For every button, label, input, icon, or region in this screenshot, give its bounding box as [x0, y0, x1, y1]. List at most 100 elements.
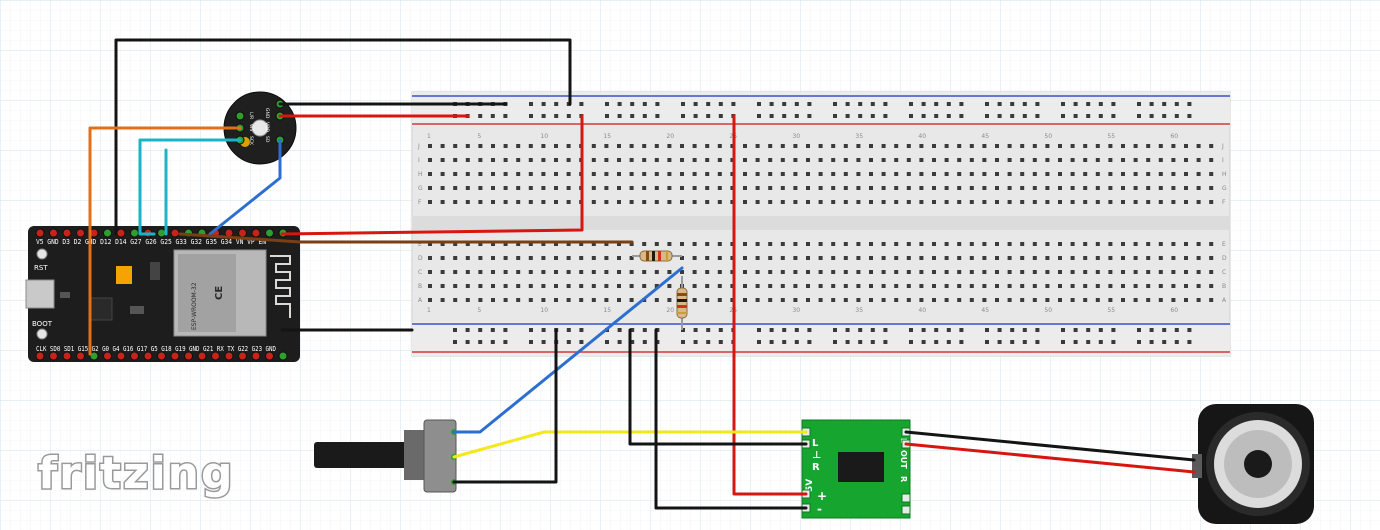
breadboard-hole	[1058, 158, 1062, 162]
breadboard-hole	[995, 158, 999, 162]
power-rail-hole	[478, 340, 483, 344]
breadboard-hole	[869, 186, 873, 190]
power-rail-hole	[1187, 340, 1192, 344]
power-rail-hole	[579, 102, 584, 106]
breadboard-hole	[944, 158, 949, 162]
breadboard-hole	[1070, 158, 1075, 162]
breadboard-hole	[944, 242, 949, 246]
breadboard-hole	[957, 256, 962, 260]
breadboard-row-letter: G	[1222, 185, 1227, 192]
mic-label-ws: WS	[248, 124, 254, 131]
power-rail-hole	[693, 102, 698, 106]
breadboard-hole	[528, 284, 533, 288]
breadboard-hole	[440, 256, 445, 260]
breadboard-hole	[1007, 284, 1012, 288]
breadboard-hole	[654, 158, 659, 162]
wire-red-speaker	[904, 442, 1196, 474]
power-rail-hole	[997, 328, 1002, 332]
amp-label-l: L	[812, 438, 819, 449]
breadboard-hole	[1083, 172, 1088, 176]
breadboard-hole	[554, 200, 558, 204]
breadboard-hole	[491, 242, 495, 246]
breadboard-hole	[1146, 284, 1151, 288]
breadboard-hole	[995, 284, 999, 288]
breadboard-hole	[1045, 270, 1050, 274]
breadboard-hole	[554, 186, 558, 190]
breadboard-hole	[528, 186, 533, 190]
rst-button[interactable]	[36, 248, 48, 260]
breadboard-hole	[453, 186, 458, 190]
power-rail-hole	[529, 328, 533, 332]
esp32-module-label: ESP-WROOM-32	[191, 282, 198, 330]
esp32-bottom-pin-labels: CLK SD0 SD1 G15 G2 G0 G4 G16 G17 G5 G18 …	[36, 344, 276, 353]
breadboard-hole	[503, 172, 508, 176]
potentiometer-knob[interactable]	[314, 442, 410, 468]
breadboard-hole	[995, 256, 999, 260]
power-rail-hole	[807, 340, 812, 344]
breadboard-hole	[856, 158, 861, 162]
power-rail-hole	[1010, 328, 1015, 332]
breadboard-hole	[528, 242, 533, 246]
power-rail-hole	[1111, 340, 1116, 344]
breadboard-hole	[591, 298, 596, 302]
breadboard-hole	[957, 200, 962, 204]
breadboard-holes	[428, 102, 1214, 344]
breadboard-hole	[680, 158, 684, 162]
breadboard-hole	[780, 270, 785, 274]
breadboard-hole	[554, 256, 558, 260]
breadboard-hole	[1209, 172, 1214, 176]
breadboard: 1155101015152020252530303535404045455050…	[411, 91, 1231, 357]
esp32-header-pin	[116, 351, 126, 361]
breadboard-hole	[1209, 270, 1214, 274]
breadboard-hole	[1032, 270, 1037, 274]
power-rail-hole	[490, 328, 495, 332]
breadboard-hole	[1121, 158, 1125, 162]
breadboard-hole	[1184, 158, 1188, 162]
breadboard-hole	[566, 200, 571, 204]
breadboard-hole	[818, 270, 823, 274]
breadboard-hole	[1083, 144, 1088, 148]
breadboard-hole	[969, 200, 974, 204]
power-rail-hole	[1086, 340, 1091, 344]
breadboard-hole	[1108, 270, 1113, 274]
breadboard-hole	[591, 270, 596, 274]
breadboard-hole	[768, 158, 773, 162]
breadboard-hole	[491, 186, 495, 190]
breadboard-hole	[1133, 172, 1138, 176]
breadboard-hole	[692, 242, 697, 246]
power-rail-hole	[630, 340, 635, 344]
breadboard-hole	[780, 144, 785, 148]
breadboard-hole	[743, 144, 747, 148]
breadboard-hole	[780, 158, 785, 162]
breadboard-hole	[717, 172, 722, 176]
breadboard-hole	[516, 144, 521, 148]
breadboard-hole	[617, 186, 621, 190]
power-rail-hole	[794, 114, 799, 118]
power-rail-hole	[541, 340, 546, 344]
breadboard-hole	[1171, 270, 1176, 274]
breadboard-hole	[717, 144, 722, 148]
wire-black-amp-gnd-1	[628, 328, 808, 446]
breadboard-hole	[856, 270, 861, 274]
breadboard-hole	[453, 270, 458, 274]
breadboard-hole	[453, 200, 458, 204]
breadboard-hole	[453, 298, 458, 302]
breadboard-hole	[906, 158, 911, 162]
breadboard-hole	[680, 172, 684, 176]
breadboard-hole	[440, 270, 445, 274]
breadboard-hole	[1184, 200, 1188, 204]
breadboard-hole	[1058, 186, 1062, 190]
breadboard-hole	[780, 284, 785, 288]
power-rail-hole	[870, 328, 875, 332]
breadboard-hole	[806, 186, 810, 190]
power-rail-hole	[870, 114, 875, 118]
boot-button[interactable]	[36, 328, 48, 340]
breadboard-hole	[554, 144, 558, 148]
breadboard-hole	[654, 144, 659, 148]
breadboard-hole	[755, 256, 760, 260]
breadboard-hole	[629, 186, 634, 190]
breadboard-hole	[654, 186, 659, 190]
wire-blue-pot-signal	[452, 266, 684, 434]
breadboard-hole	[680, 242, 684, 246]
breadboard-hole	[478, 172, 483, 176]
